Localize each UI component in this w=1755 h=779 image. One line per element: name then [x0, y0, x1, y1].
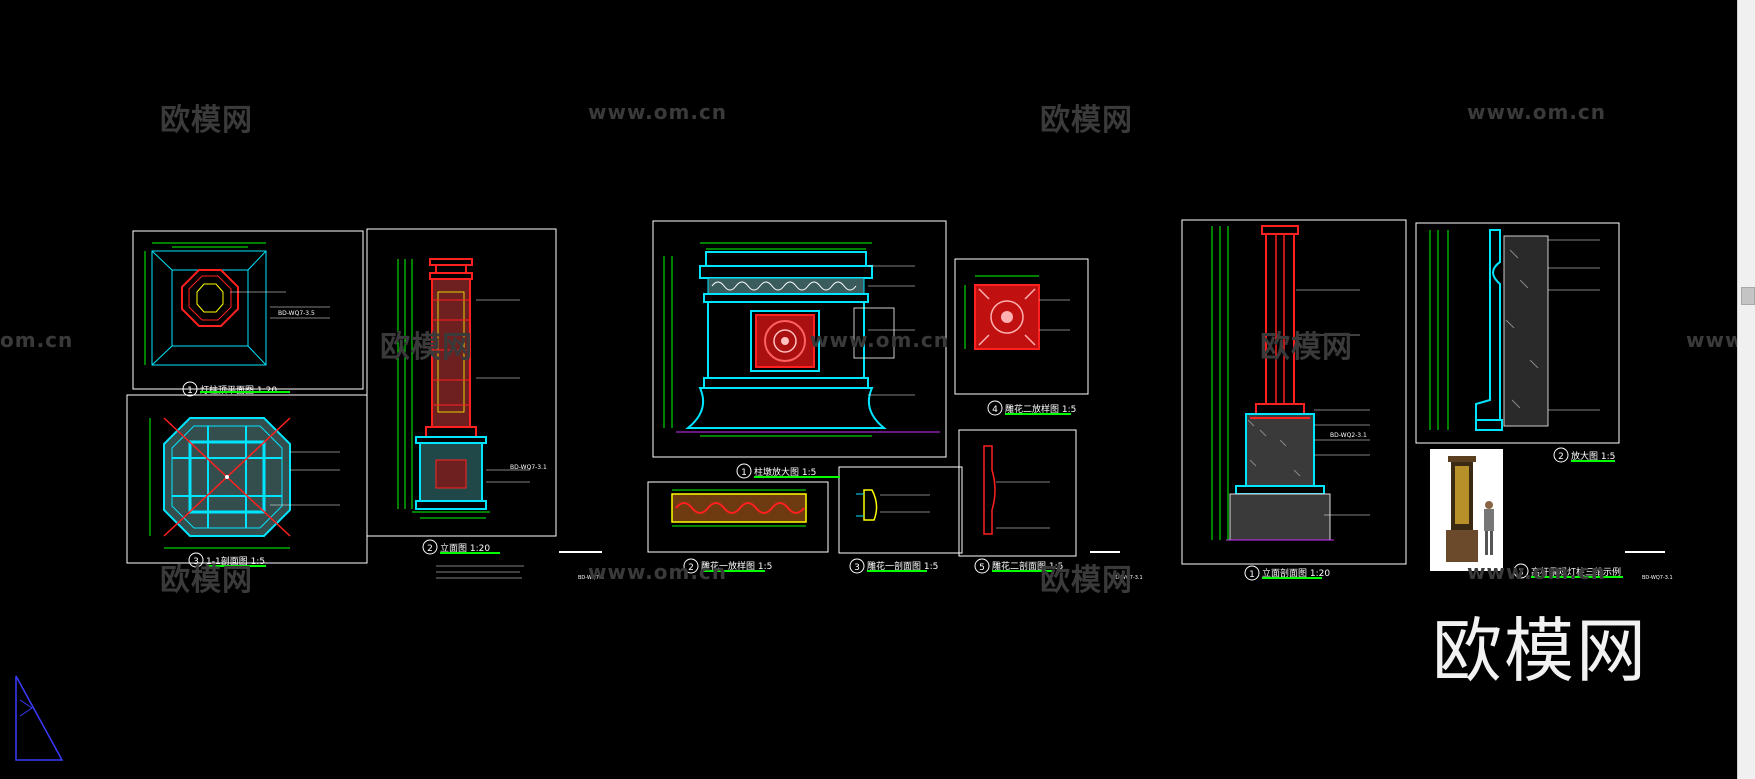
watermark: 欧模网 [1040, 563, 1133, 598]
brand-watermark: 欧模网 [1432, 610, 1648, 692]
watermark: www.om.cn [1467, 100, 1607, 124]
svg-text:2: 2 [1558, 452, 1564, 462]
scrollbar-thumb[interactable] [1741, 287, 1755, 305]
watermark: 欧模网 [160, 563, 253, 598]
view-title: 柱墩放大图 1:5 [754, 468, 817, 478]
view-title: 高杆景观灯柱三维示例 [1531, 568, 1622, 578]
view-frame [132, 230, 364, 390]
vertical-scrollbar[interactable] [1737, 0, 1755, 779]
svg-text:3: 3 [193, 557, 199, 567]
svg-text:1: 1 [187, 386, 193, 396]
view-frame [366, 228, 557, 537]
view-title: 雕花一剖面图 1:5 [867, 562, 939, 572]
view-title: 1-1剖面图 1:5 [206, 557, 266, 567]
view-frame [958, 429, 1077, 557]
sheet-code: BD-WQ7-3.1 [1642, 575, 1673, 581]
view-title: 放大图 1:5 [1571, 452, 1616, 462]
svg-text:3: 3 [854, 563, 860, 573]
watermark: www.om.cn [588, 100, 728, 124]
svg-text:4: 4 [992, 405, 998, 415]
svg-text:1: 1 [1249, 570, 1255, 580]
svg-text:1: 1 [741, 468, 747, 478]
title-underline [200, 391, 290, 393]
view-frame [652, 220, 947, 458]
title-underline [1005, 413, 1071, 415]
view-title: 雕花二放样图 1:5 [1005, 405, 1077, 415]
sheet-code: BD-WQ7-3 [578, 575, 604, 581]
watermark: om.cn [0, 328, 74, 352]
title-underline [206, 565, 266, 567]
sheet-code: BD-WQ7-3.1 [1112, 575, 1143, 581]
title-underline [1531, 576, 1623, 578]
view-title: 雕花二剖面图 1:5 [992, 562, 1064, 572]
title-underline [701, 570, 765, 572]
title-underline [440, 552, 500, 554]
view-frame [1181, 219, 1407, 565]
view-frame [838, 466, 963, 554]
callout-text: BD-WQ2-3.1 [1330, 432, 1367, 439]
title-underline [754, 476, 840, 478]
watermark: 欧模网 [380, 330, 473, 365]
watermark: www.om.cn [810, 328, 950, 352]
svg-text:3: 3 [1518, 568, 1524, 578]
title-underline [1262, 577, 1322, 579]
svg-text:2: 2 [427, 544, 433, 554]
view-title: 灯柱顶平面图 1:20 [200, 383, 277, 396]
title-underline [1571, 460, 1615, 462]
view-frame [647, 481, 829, 553]
view-frame [954, 258, 1089, 395]
callout-text: BD-WQ7-3.1 [510, 464, 547, 471]
svg-text:5: 5 [979, 563, 985, 573]
title-underline [867, 570, 927, 572]
watermark: 欧模网 [160, 103, 253, 138]
svg-text:2: 2 [688, 563, 694, 573]
view-title: 立面图 1:20 [440, 544, 491, 554]
watermark: www.om.cn [588, 560, 728, 584]
title-underline [992, 570, 1052, 572]
watermark: 欧模网 [1260, 330, 1353, 365]
callout-text: BD-WQ7-3.5 [278, 310, 315, 317]
watermark: 欧模网 [1040, 103, 1133, 138]
view-title: 立面剖面图 1:20 [1262, 569, 1331, 579]
view-frame [1415, 222, 1620, 444]
view-title: 雕花一放样图 1:5 [701, 562, 773, 572]
watermark: www.om.cn [1467, 560, 1607, 584]
